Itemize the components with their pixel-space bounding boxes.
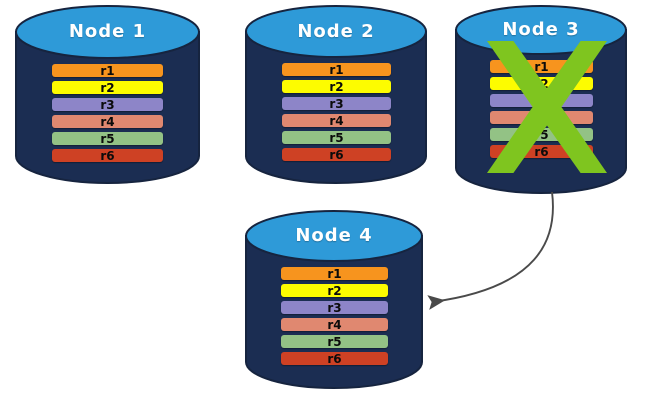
row-bar-label: r3	[100, 97, 115, 112]
row-bar-label: r1	[327, 266, 342, 281]
cylinder-top	[15, 5, 200, 59]
row-bar-r6[interactable]: r6	[281, 352, 388, 365]
cylinder-top	[245, 5, 427, 58]
row-bar-label: r5	[329, 130, 344, 145]
row-bar-label: r4	[100, 114, 115, 129]
row-bar-label: r3	[327, 300, 342, 315]
row-bar-r4[interactable]: r4	[281, 318, 388, 331]
row-bar-label: r5	[327, 334, 342, 349]
row-bar-r6[interactable]: r6	[490, 145, 593, 158]
row-bar-label: r3	[534, 93, 549, 108]
row-bar-r3[interactable]: r3	[490, 94, 593, 107]
row-bar-r2[interactable]: r2	[282, 80, 391, 93]
row-bar-label: r2	[329, 79, 344, 94]
row-bar-label: r4	[534, 110, 549, 125]
row-bar-r1[interactable]: r1	[490, 60, 593, 73]
cylinder-top	[245, 210, 423, 262]
row-stack: r1 r2 r3 r4 r5 r6	[490, 60, 593, 158]
row-bar-r4[interactable]: r4	[282, 114, 391, 127]
row-bar-r3[interactable]: r3	[52, 98, 163, 111]
cylinder-top	[455, 5, 627, 55]
row-bar-r4[interactable]: r4	[52, 115, 163, 128]
row-bar-r5[interactable]: r5	[490, 128, 593, 141]
row-bar-r1[interactable]: r1	[281, 267, 388, 280]
row-bar-label: r1	[329, 62, 344, 77]
row-bar-r6[interactable]: r6	[52, 149, 163, 162]
row-bar-r5[interactable]: r5	[282, 131, 391, 144]
row-bar-label: r3	[329, 96, 344, 111]
row-bar-label: r6	[534, 144, 549, 159]
row-bar-label: r5	[534, 127, 549, 142]
row-bar-r2[interactable]: r2	[52, 81, 163, 94]
row-bar-label: r6	[100, 148, 115, 163]
row-bar-label: r6	[327, 351, 342, 366]
row-bar-label: r1	[100, 63, 115, 78]
row-bar-r1[interactable]: r1	[282, 63, 391, 76]
row-bar-label: r6	[329, 147, 344, 162]
row-bar-r4[interactable]: r4	[490, 111, 593, 124]
row-stack: r1 r2 r3 r4 r5 r6	[52, 64, 163, 162]
row-bar-label: r1	[534, 59, 549, 74]
row-bar-r3[interactable]: r3	[281, 301, 388, 314]
row-bar-r6[interactable]: r6	[282, 148, 391, 161]
row-bar-label: r4	[329, 113, 344, 128]
row-stack: r1 r2 r3 r4 r5 r6	[282, 63, 391, 161]
row-bar-r2[interactable]: r2	[281, 284, 388, 297]
row-bar-label: r2	[534, 76, 549, 91]
row-bar-r1[interactable]: r1	[52, 64, 163, 77]
row-bar-label: r4	[327, 317, 342, 332]
row-bar-label: r2	[327, 283, 342, 298]
row-stack: r1 r2 r3 r4 r5 r6	[281, 267, 388, 365]
row-bar-r2[interactable]: r2	[490, 77, 593, 90]
row-bar-label: r5	[100, 131, 115, 146]
row-bar-label: r2	[100, 80, 115, 95]
row-bar-r5[interactable]: r5	[52, 132, 163, 145]
row-bar-r5[interactable]: r5	[281, 335, 388, 348]
row-bar-r3[interactable]: r3	[282, 97, 391, 110]
